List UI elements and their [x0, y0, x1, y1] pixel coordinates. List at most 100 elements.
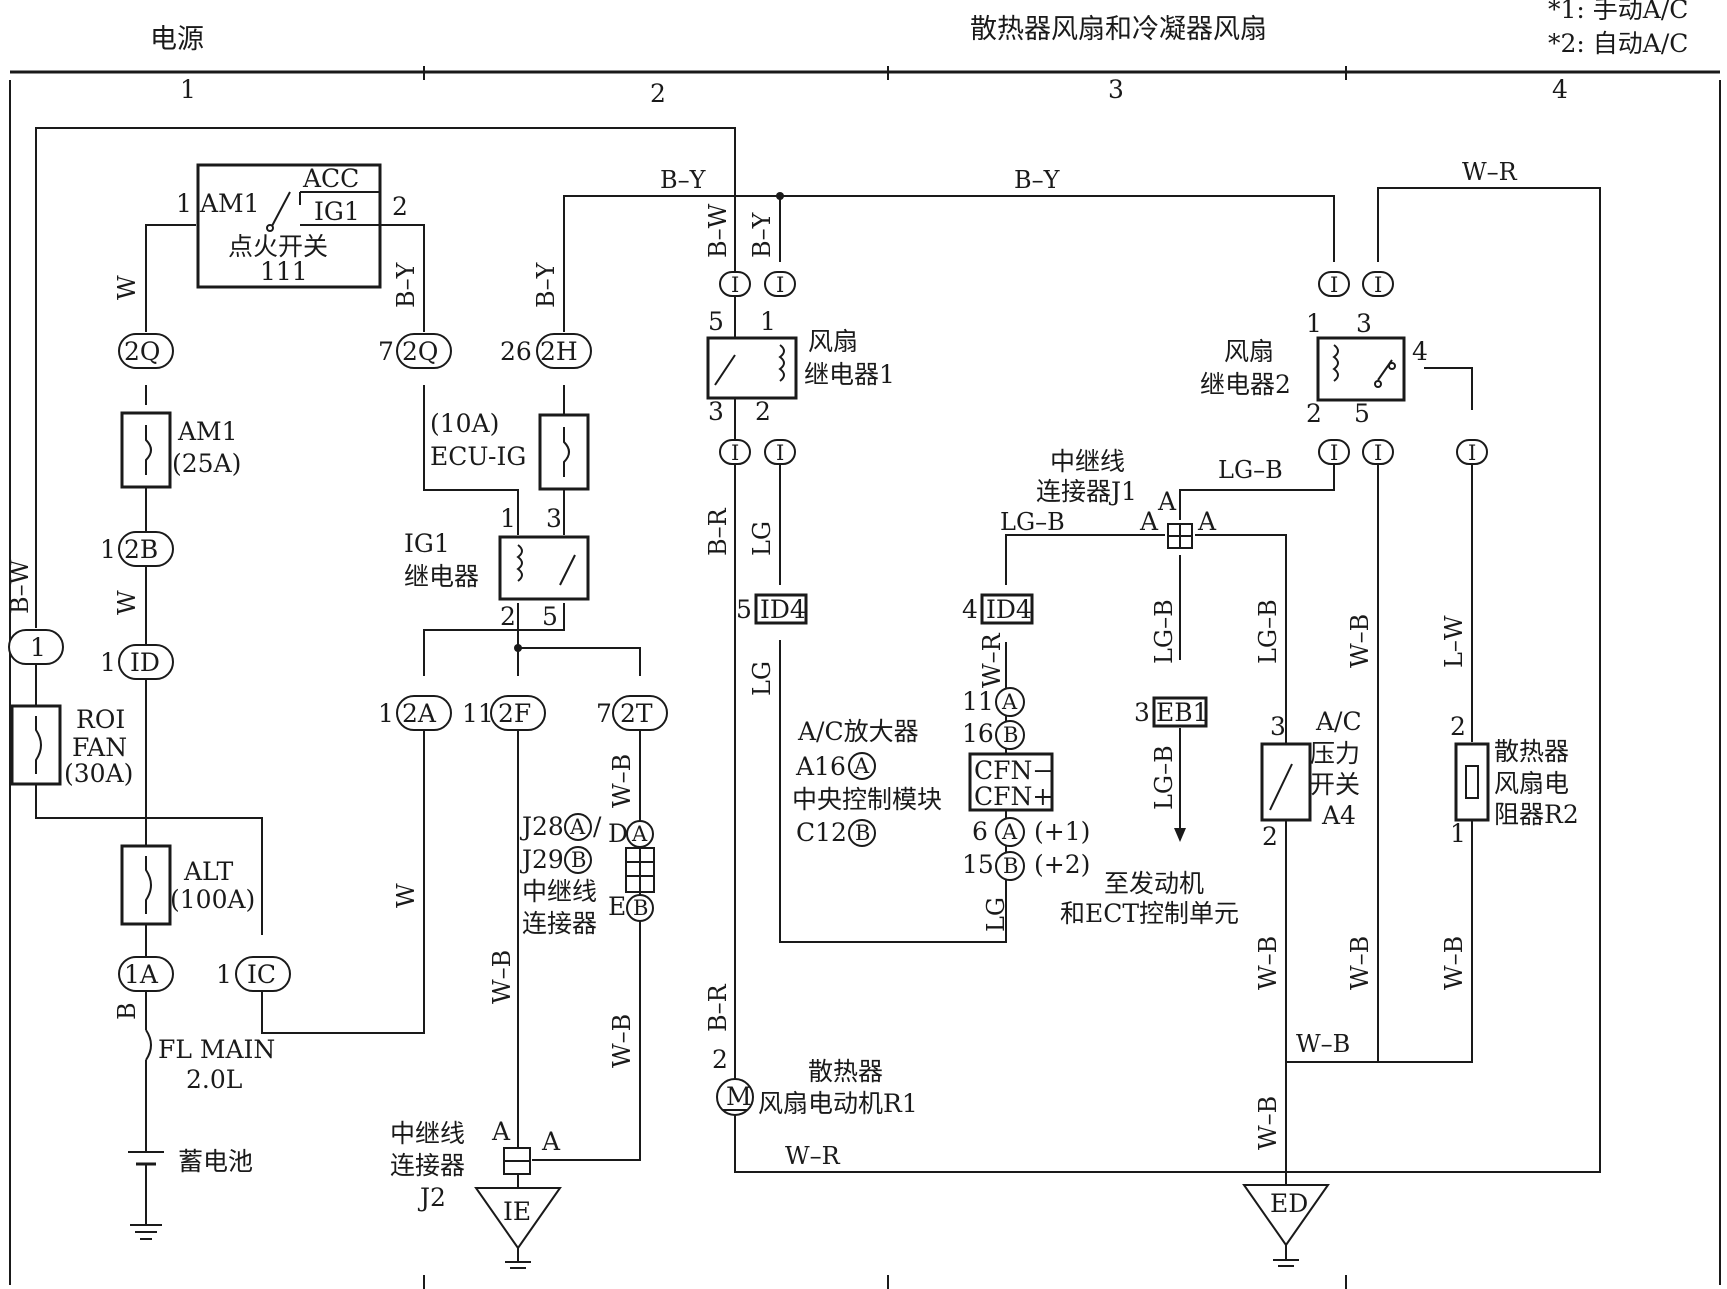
svg-text:A: A [1001, 820, 1018, 844]
ignition-ig1-label: IG1 [314, 197, 360, 226]
svg-text:LG: LG [982, 897, 1010, 932]
svg-text:7: 7 [378, 337, 394, 366]
svg-text:IE: IE [503, 1197, 531, 1226]
svg-text:CFN−: CFN− [974, 756, 1053, 785]
svg-text:3: 3 [546, 504, 562, 533]
svg-text:2: 2 [1262, 822, 1278, 851]
fuse-am1: AM1 (25A) [120, 411, 241, 489]
svg-text:A: A [569, 815, 586, 839]
connector-2q-left: 2Q [118, 333, 174, 369]
svg-text:连接器J1: 连接器J1 [1036, 477, 1137, 506]
svg-text:(100A): (100A) [170, 885, 255, 914]
connector-2b: 2B 1 [100, 531, 174, 567]
wire-paths [35, 127, 1601, 1225]
svg-text:LG–B: LG–B [1218, 456, 1283, 484]
svg-text:1: 1 [100, 648, 116, 677]
svg-text:中继线: 中继线 [522, 877, 597, 906]
svg-text:B–W: B–W [704, 203, 732, 258]
svg-text:B: B [571, 848, 586, 872]
svg-text:A: A [631, 822, 648, 846]
svg-text:W–B: W–B [1254, 936, 1282, 990]
svg-text:3: 3 [1270, 712, 1286, 741]
svg-text:开关: 开关 [1310, 770, 1360, 799]
connector-2q-right: 2Q 7 [378, 333, 452, 369]
svg-text:FAN: FAN [72, 733, 127, 762]
svg-text:I: I [1468, 441, 1476, 465]
connector-ic: IC 1 [216, 956, 291, 992]
svg-text:(+1): (+1) [1034, 817, 1090, 846]
ignition-code: 111 [260, 257, 308, 286]
svg-text:4: 4 [962, 595, 978, 624]
connector-id4-right: ID4 4 [962, 593, 1034, 625]
svg-text:EB1: EB1 [1156, 698, 1209, 727]
svg-text:M: M [726, 1082, 752, 1111]
svg-text:5: 5 [708, 307, 724, 336]
svg-text:2Q: 2Q [402, 337, 438, 366]
ignition-switch: ACC AM1 IG1 点火开关 111 1 2 [176, 163, 408, 289]
svg-text:B–Y: B–Y [532, 261, 560, 308]
svg-text:A: A [1197, 507, 1217, 536]
svg-text:I: I [731, 441, 739, 465]
connector-2a: 2A 1 [378, 695, 452, 731]
svg-text:I: I [776, 441, 784, 465]
svg-text:D: D [608, 819, 628, 848]
svg-text:ROI: ROI [76, 705, 125, 734]
fuse-fl-main: FL MAIN 2.0L [145, 1029, 275, 1094]
wire-labels: W W B–W B B–Y B–Y B–Y B–Y B–W B–Y W–R B–… [6, 158, 1518, 1170]
connector-2h: 2H 26 [500, 333, 592, 369]
ignition-name: 点火开关 [228, 232, 328, 261]
svg-text:W–B: W–B [1296, 1030, 1350, 1058]
svg-text:2H: 2H [540, 337, 578, 366]
svg-text:ID4: ID4 [986, 595, 1032, 624]
svg-text:J29: J29 [519, 845, 564, 874]
svg-text:1A: 1A [124, 960, 159, 989]
svg-text:5: 5 [542, 602, 558, 631]
ground-ed: ED [1242, 1184, 1330, 1267]
fan-relay-1: 风扇 继电器1 5 1 3 2 [706, 307, 895, 426]
svg-text:2: 2 [1450, 712, 1466, 741]
svg-text:11: 11 [462, 699, 494, 728]
svg-text:2B: 2B [124, 535, 158, 564]
connectors-i: I I I I I I I I I [719, 271, 1488, 465]
svg-text:B: B [633, 896, 648, 920]
connector-eb1: EB1 3 [1134, 696, 1209, 728]
svg-text:L–W: L–W [1440, 615, 1468, 668]
svg-text:ID: ID [130, 648, 160, 677]
svg-text:A: A [541, 1127, 561, 1156]
svg-text:W–B: W–B [1254, 1096, 1282, 1150]
svg-text:5: 5 [736, 595, 752, 624]
svg-text:5: 5 [1354, 399, 1370, 428]
fuse-ecu-ig: (10A) ECU-IG [430, 409, 590, 491]
svg-text:1: 1 [216, 960, 232, 989]
svg-text:2: 2 [712, 1045, 728, 1074]
connector-id: ID 1 [100, 644, 174, 680]
header-left-title: 电源 [150, 24, 204, 55]
fuse-roi-fan: ROI FAN (30A) [10, 704, 133, 788]
svg-text:I: I [1374, 273, 1382, 297]
ignition-acc-label: ACC [302, 164, 359, 193]
svg-text:W–R: W–R [785, 1142, 841, 1170]
svg-text:2.0L: 2.0L [186, 1065, 242, 1094]
junction-connector-j1: 中继线 连接器J1 A A A [1036, 447, 1217, 549]
svg-text:A: A [853, 754, 870, 778]
svg-text:继电器2: 继电器2 [1200, 370, 1291, 399]
column-1-number: 1 [180, 75, 196, 104]
svg-text:W: W [392, 883, 420, 908]
svg-text:B: B [855, 821, 870, 845]
svg-text:I: I [1330, 273, 1338, 297]
svg-text:B–R: B–R [704, 507, 732, 556]
svg-text:(30A): (30A) [64, 759, 133, 788]
svg-text:2: 2 [1306, 399, 1322, 428]
svg-text:2A: 2A [402, 699, 437, 728]
svg-text:散热器: 散热器 [1494, 737, 1569, 766]
svg-text:A/C放大器: A/C放大器 [797, 717, 919, 746]
svg-text:ED: ED [1270, 1189, 1308, 1218]
svg-text:J2: J2 [417, 1183, 446, 1212]
svg-text:B–Y: B–Y [748, 211, 776, 258]
svg-text:2Q: 2Q [124, 337, 160, 366]
svg-text:3: 3 [1356, 309, 1372, 338]
header: 电源 散热器风扇和冷凝器风扇 *1: 手动A/C *2: 自动A/C 1 2 3… [9, 0, 1721, 1289]
svg-text:B–R: B–R [704, 983, 732, 1032]
ig1-relay: IG1 继电器 1 3 2 5 [404, 504, 590, 631]
